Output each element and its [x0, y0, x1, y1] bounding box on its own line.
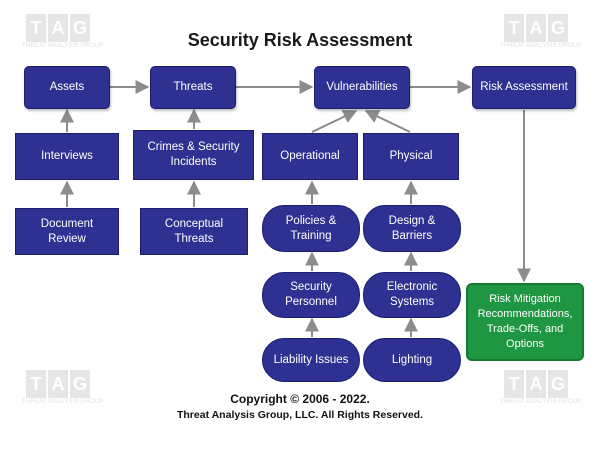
- copyright-text: Copyright © 2006 - 2022.: [230, 392, 370, 406]
- node-risk-mitigation: Risk Mitigation Recommendations, Trade-O…: [466, 283, 584, 361]
- node-threats: Threats: [150, 66, 236, 109]
- node-electronic-systems: Electronic Systems: [363, 272, 461, 318]
- node-assets: Assets: [24, 66, 110, 109]
- watermark-logo-top-left: T A G THREAT ANALYSIS GROUP: [22, 14, 103, 49]
- diagram-title: Security Risk Assessment: [187, 30, 413, 50]
- node-liability-issues: Liability Issues: [262, 338, 360, 382]
- node-vulnerabilities: Vulnerabilities: [314, 66, 410, 109]
- node-lighting: Lighting: [363, 338, 461, 382]
- node-design-barriers: Design & Barriers: [363, 205, 461, 252]
- arrow-physical-to-vulnerabilities: [364, 110, 411, 133]
- watermark-logo-bottom-right: T A G THREAT ANALYSIS GROUP: [500, 370, 581, 405]
- node-operational: Operational: [262, 133, 358, 180]
- arrow-operational-to-vulnerabilities: [311, 110, 358, 133]
- node-interviews: Interviews: [15, 133, 119, 180]
- node-document-review: Document Review: [15, 208, 119, 255]
- node-crimes-security-incidents: Crimes & Security Incidents: [133, 130, 254, 180]
- rights-text: Threat Analysis Group, LLC. All Rights R…: [176, 409, 424, 421]
- node-physical: Physical: [363, 133, 459, 180]
- watermark-logo-bottom-left: T A G THREAT ANALYSIS GROUP: [22, 370, 103, 405]
- node-risk-assessment: Risk Assessment: [472, 66, 576, 109]
- node-security-personnel: Security Personnel: [262, 272, 360, 318]
- node-conceptual-threats: Conceptual Threats: [140, 208, 248, 255]
- node-policies-training: Policies & Training: [262, 205, 360, 252]
- watermark-logo-top-right: T A G THREAT ANALYSIS GROUP: [500, 14, 581, 49]
